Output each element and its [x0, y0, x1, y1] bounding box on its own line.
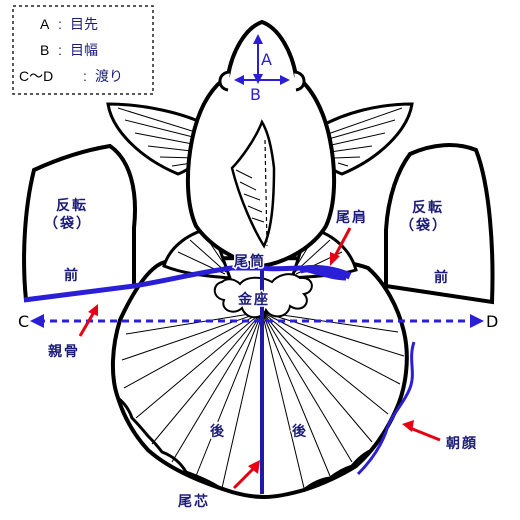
label-ushiro-right: 後: [292, 423, 308, 440]
dorsal-fin: [230, 119, 276, 249]
legend-b-sep: :: [58, 42, 62, 58]
dorsal-spine-dashed: [264, 139, 268, 247]
b-arrowhead-right: [280, 75, 290, 85]
pointer-bishin: [232, 460, 260, 490]
asagao-line: [356, 341, 416, 476]
marker-b: B: [250, 85, 261, 104]
legend-a-sep: :: [58, 16, 62, 32]
label-bito: 尾筒: [234, 253, 266, 270]
cd-arrowhead-right: [470, 314, 484, 328]
label-oyabone: 親骨: [48, 343, 80, 360]
label-bishin: 尾芯: [178, 493, 210, 510]
marker-c: C: [18, 312, 29, 331]
legend-border: [12, 5, 154, 95]
label-mae-left: 前: [64, 267, 80, 284]
label-kinza: 金座: [237, 291, 270, 308]
label-fukuro-right: （袋）: [400, 217, 448, 234]
a-arrowhead-top: [253, 34, 263, 44]
right-folded-fin: [384, 143, 495, 305]
label-hanten-left: 反転: [56, 197, 88, 214]
pointer-asagao: [402, 420, 441, 442]
right-eye-icon: [293, 70, 306, 92]
marker-a: A: [261, 50, 272, 69]
cd-arrowhead-left: [30, 314, 44, 328]
marker-d: D: [486, 312, 498, 331]
left-eye-icon: [218, 70, 231, 92]
oyabone-line: [23, 265, 347, 303]
legend-b-text: 目幅: [70, 42, 98, 58]
legend-cd-letter: C〜D: [19, 68, 53, 84]
dorsal-fin-rays: [235, 169, 265, 223]
label-mae-right: 前: [434, 269, 450, 286]
legend-cd-sep: :: [83, 68, 87, 84]
legend-b-letter: B: [40, 42, 49, 58]
legend-a-letter: A: [40, 16, 50, 32]
right-pectoral-rays: [324, 107, 403, 167]
label-hanten-right: 反転: [412, 199, 444, 216]
label-asagao: 朝顔: [446, 435, 478, 452]
left-folded-fin: [22, 143, 137, 303]
pointer-oyabone: [78, 304, 98, 337]
legend-a-text: 目先: [70, 16, 98, 32]
legend-box: A : 目先 B : 目幅 C〜D : 渡り: [12, 5, 154, 95]
pointer-bikata: [330, 227, 352, 266]
label-fukuro-left: （袋）: [44, 215, 92, 232]
legend-cd-text: 渡り: [95, 68, 123, 84]
label-bikata: 尾肩: [336, 209, 368, 226]
b-arrowhead-left: [234, 75, 244, 85]
bikata-line: [299, 264, 352, 280]
label-ushiro-left: 後: [210, 423, 226, 440]
